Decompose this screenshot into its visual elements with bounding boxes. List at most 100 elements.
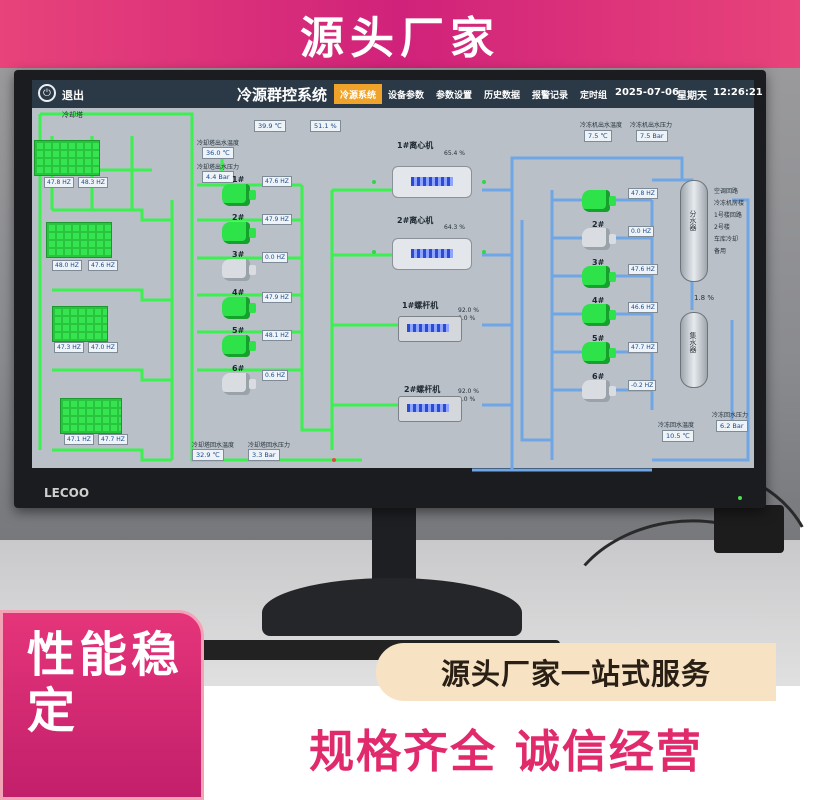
tower-hz: 48.0 HZ [52,260,82,271]
chilled-pump-3[interactable] [582,266,616,288]
chilled-pump-hz: 46.6 HZ [628,302,658,313]
monitor-stand-neck [372,508,416,588]
tower-hz: 47.7 HZ [98,434,128,445]
cooling-pump-5[interactable] [222,335,256,357]
chilled-return-pressure-label: 冷冻回水压力 [712,412,749,419]
monitor-brand-logo: LECOO [44,486,90,500]
cooling-tower-label: 冷却塔 [62,111,83,119]
header-weekday: 星期天 [677,91,707,102]
exit-icon[interactable]: ⏻ [38,84,56,102]
centrifugal-chiller-1[interactable] [392,166,472,198]
header-date: 2025-07-06 [615,87,679,98]
chilled-pump-2[interactable] [582,228,616,250]
cooling-tower-2[interactable] [46,222,112,258]
cooling-pump-name: 3# [232,250,245,259]
valve-indicator-alarm [332,458,336,462]
cooling-pump-name: 4# [232,288,245,297]
tower-hz: 47.0 HZ [88,342,118,353]
cooling-pump-name: 5# [232,326,245,335]
tower-hz: 47.1 HZ [64,434,94,445]
cooling-tower-3[interactable] [52,306,108,342]
collector-label: 集水器 [689,332,697,353]
tower-outlet-temp-label: 冷却塔出水温度 [197,140,240,147]
chilled-pump-hz: -0.2 HZ [628,380,657,391]
chilled-return-pressure-value: 6.2 Bar [716,420,748,432]
tower-return-pressure-label: 冷却塔回水压力 [248,442,291,449]
cooling-pump-2[interactable] [222,222,256,244]
chilled-outlet-temp-value: 7.5 ℃ [584,130,612,142]
branch-line: 空调回路 [714,188,739,195]
chilled-pump-hz: 0.0 HZ [628,226,655,237]
chilled-pump-hz: 47.6 HZ [628,264,658,275]
chilled-return-temp-label: 冷冻回水温度 [658,422,695,429]
cooling-pump-name: 1# [232,175,245,184]
cooling-pump-hz: 0.6 HZ [262,370,289,381]
cooling-pump-name: 6# [232,364,245,373]
chiller-load-2: 0.0 % [458,396,476,403]
app-header: ⏻ 退出 冷源群控系统 冷源系统 设备参数 参数设置 历史数据 报警记录 定时组… [32,80,763,108]
tower-return-temp-value: 32.9 ℃ [192,449,224,461]
chiller-name: 2#离心机 [397,216,434,225]
chilled-return-temp-value: 10.5 ℃ [662,430,694,442]
tab-param-settings[interactable]: 参数设置 [436,90,473,101]
cooling-pump-1[interactable] [222,184,256,206]
cooling-pump-hz: 47.9 HZ [262,214,292,225]
top-readout-temp: 39.9 ℃ [254,120,286,132]
water-distributor[interactable] [680,180,708,282]
distributor-label: 分水器 [689,210,697,231]
tower-outlet-temp-value: 36.0 ℃ [202,147,234,159]
chilled-pump-name: 2# [592,220,605,229]
cooling-pump-3[interactable] [222,259,256,281]
tower-hz: 47.8 HZ [44,177,74,188]
chilled-pump-4[interactable] [582,304,616,326]
chiller-load: 92.0 % [458,307,479,314]
chilled-pump-hz: 47.7 HZ [628,342,658,353]
tower-return-pressure-value: 3.3 Bar [248,449,280,461]
cooling-pump-4[interactable] [222,297,256,319]
system-title: 冷源群控系统 [237,86,328,104]
chiller-load: 65.4 % [444,150,465,157]
cooling-pump-hz: 0.0 HZ [262,252,289,263]
tab-timer-group[interactable]: 定时组 [580,90,608,101]
cooling-pump-hz: 47.9 HZ [262,292,292,303]
chilled-pump-5[interactable] [582,342,616,364]
cooling-pump-6[interactable] [222,373,256,395]
tab-device-params[interactable]: 设备参数 [388,90,425,101]
branch-line: 2号楼 [714,224,730,231]
chiller-load-2: 0.0 % [458,315,476,322]
tower-return-temp-label: 冷却塔回水温度 [192,442,235,449]
exit-button[interactable]: 退出 [62,89,84,102]
header-time: 12:26:21 [713,87,763,98]
stable-performance-box: 性能稳定 [0,610,204,800]
valve-indicator [372,250,376,254]
valve-indicator [372,180,376,184]
branch-line: 车库冷却 [714,236,739,243]
water-collector[interactable] [680,312,708,388]
screw-chiller-1[interactable] [398,316,462,342]
chilled-pump-6[interactable] [582,380,616,402]
branch-line: 冷冻机房楼 [714,200,745,207]
monitor-stand-base [262,578,522,636]
cooling-tower-1[interactable] [34,140,100,176]
cooling-pump-name: 2# [232,213,245,222]
power-led [738,496,742,500]
chilled-pump-name: 6# [592,372,605,381]
branch-line: 1号楼回路 [714,212,742,219]
chilled-pump-hz: 47.8 HZ [628,188,658,199]
tab-history-data[interactable]: 历史数据 [484,90,521,101]
cooling-pump-hz: 47.6 HZ [262,176,292,187]
slogan: 规格齐全 诚信经营 [309,724,703,778]
chilled-pump-name: 5# [592,334,605,343]
cooling-tower-4[interactable] [60,398,122,434]
centrifugal-chiller-2[interactable] [392,238,472,270]
chilled-outlet-pressure-value: 7.5 Bar [636,130,668,142]
chiller-name: 1#螺杆机 [402,301,439,310]
tower-outlet-pressure-value: 4.4 Bar [202,171,234,183]
chiller-name: 2#螺杆机 [404,385,441,394]
tab-cooling-system[interactable]: 冷源系统 [334,84,383,104]
screw-chiller-2[interactable] [398,396,462,422]
tab-alarm-records[interactable]: 报警记录 [532,90,569,101]
tower-outlet-pressure-label: 冷却塔出水压力 [197,164,240,171]
chilled-pump-1[interactable] [582,190,616,212]
chiller-name: 1#离心机 [397,141,434,150]
